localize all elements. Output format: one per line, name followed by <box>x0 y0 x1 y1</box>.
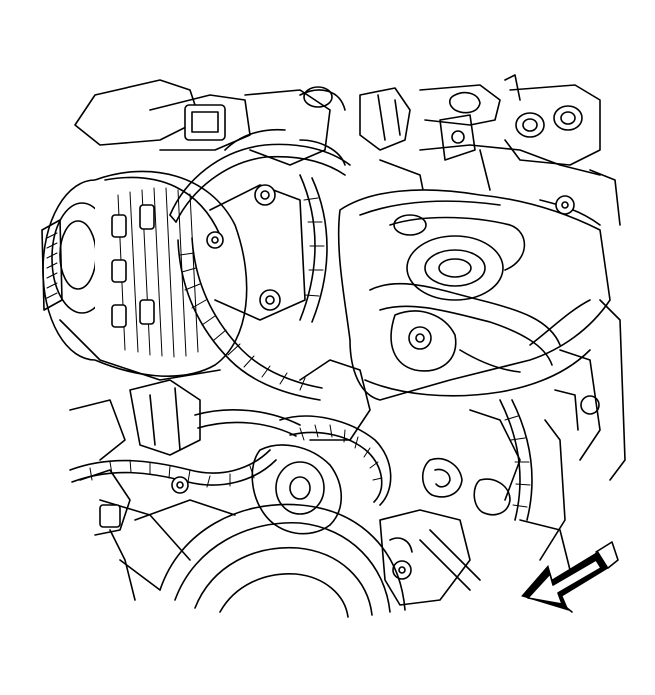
bolt-icon <box>408 326 432 350</box>
bolt-icon <box>171 476 189 494</box>
belt-tensioner-area <box>251 359 392 535</box>
engine-block-right <box>379 299 626 606</box>
generator-pulley <box>41 219 63 311</box>
upper-engine-components <box>74 74 621 226</box>
exhaust-manifold-heat-shield <box>337 189 611 401</box>
bolt-icon <box>259 289 281 311</box>
generator <box>41 170 306 381</box>
direction-arrow-icon <box>521 541 619 613</box>
bolt-icon <box>555 195 575 215</box>
bolt-icon <box>254 184 276 206</box>
bolt-icon <box>206 231 224 249</box>
crankshaft-balancer <box>79 469 406 618</box>
lower-left-mount <box>69 379 201 461</box>
